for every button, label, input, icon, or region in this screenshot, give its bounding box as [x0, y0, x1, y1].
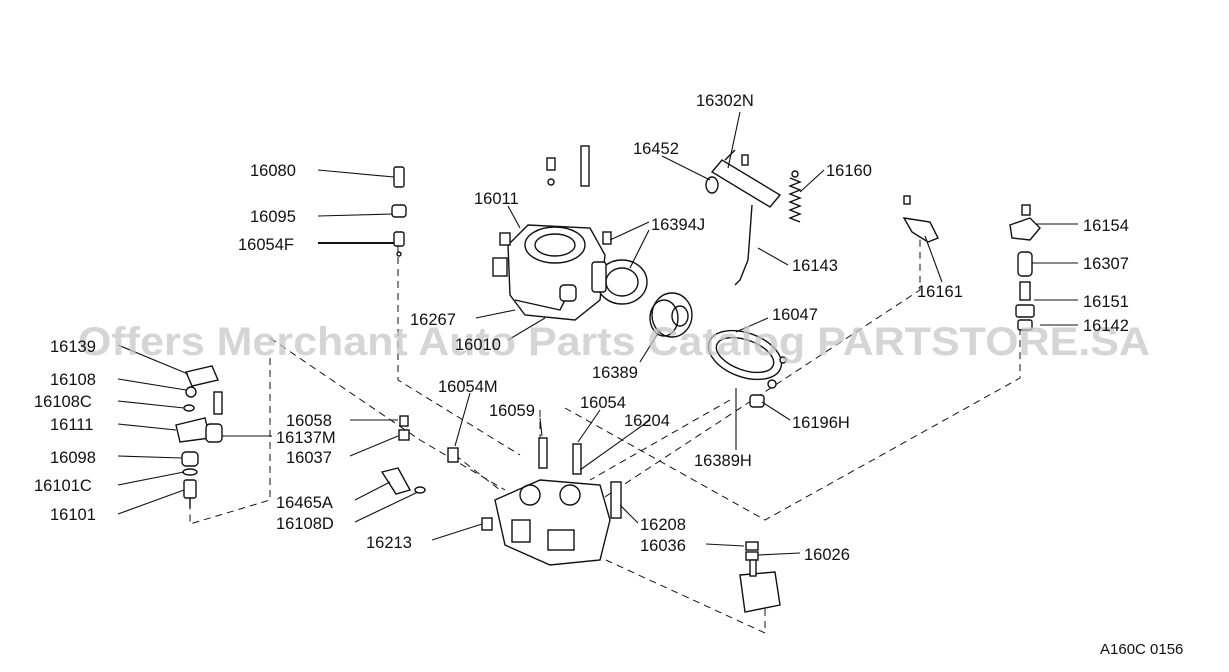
callout-16037[interactable]: 16037 [286, 449, 332, 467]
callout-16389h[interactable]: 16389H [694, 452, 752, 470]
callout-16139[interactable]: 16139 [50, 338, 96, 356]
callout-16160[interactable]: 16160 [826, 162, 872, 180]
callout-16465a[interactable]: 16465A [276, 494, 333, 512]
callout-16208[interactable]: 16208 [640, 516, 686, 534]
callout-16302n[interactable]: 16302N [696, 92, 754, 110]
callout-16010[interactable]: 16010 [455, 336, 501, 354]
callout-16026[interactable]: 16026 [804, 546, 850, 564]
callout-16142[interactable]: 16142 [1083, 317, 1129, 335]
callout-16059[interactable]: 16059 [489, 402, 535, 420]
callout-16213[interactable]: 16213 [366, 534, 412, 552]
callout-16394j[interactable]: 16394J [651, 216, 705, 234]
callout-16080[interactable]: 16080 [250, 162, 296, 180]
callout-16307[interactable]: 16307 [1083, 255, 1129, 273]
callout-16101c[interactable]: 16101C [34, 477, 92, 495]
callout-16452[interactable]: 16452 [633, 140, 679, 158]
callout-16108[interactable]: 16108 [50, 371, 96, 389]
callout-16047[interactable]: 16047 [772, 306, 818, 324]
callout-16161[interactable]: 16161 [917, 283, 963, 301]
callout-16267[interactable]: 16267 [410, 311, 456, 329]
diagram-code: A160C 0156 [1100, 641, 1183, 658]
watermark-text: Offers Merchant Auto Parts Catalog PARTS… [78, 320, 1150, 364]
callout-16143[interactable]: 16143 [792, 257, 838, 275]
callout-16054f[interactable]: 16054F [238, 236, 294, 254]
callout-16101[interactable]: 16101 [50, 506, 96, 524]
callout-16204[interactable]: 16204 [624, 412, 670, 430]
callout-16154[interactable]: 16154 [1083, 217, 1129, 235]
callout-16389[interactable]: 16389 [592, 364, 638, 382]
callout-16098[interactable]: 16098 [50, 449, 96, 467]
callout-16058[interactable]: 16058 [286, 412, 332, 430]
callout-16108c[interactable]: 16108C [34, 393, 92, 411]
callout-16137m[interactable]: 16137M [276, 429, 336, 447]
callout-16011[interactable]: 16011 [474, 190, 519, 208]
callout-labels: 16302N 16452 16160 16080 16011 16394J 16… [34, 92, 1129, 564]
callout-16054m[interactable]: 16054M [438, 378, 498, 396]
leader-lines [117, 111, 1078, 556]
callout-16196h[interactable]: 16196H [792, 414, 850, 432]
callout-16036[interactable]: 16036 [640, 537, 686, 555]
callout-16111[interactable]: 16111 [50, 416, 93, 434]
callout-16095[interactable]: 16095 [250, 208, 296, 226]
callout-16151[interactable]: 16151 [1083, 293, 1129, 311]
assembly-guide-lines [189, 235, 1021, 634]
part-drawings [175, 145, 1041, 613]
callout-16054[interactable]: 16054 [580, 394, 626, 412]
callout-16108d[interactable]: 16108D [276, 515, 334, 533]
